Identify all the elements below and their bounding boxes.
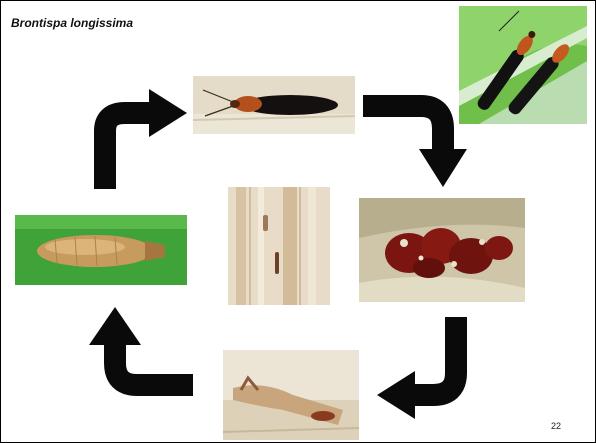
page-number: 22 [551,421,561,431]
